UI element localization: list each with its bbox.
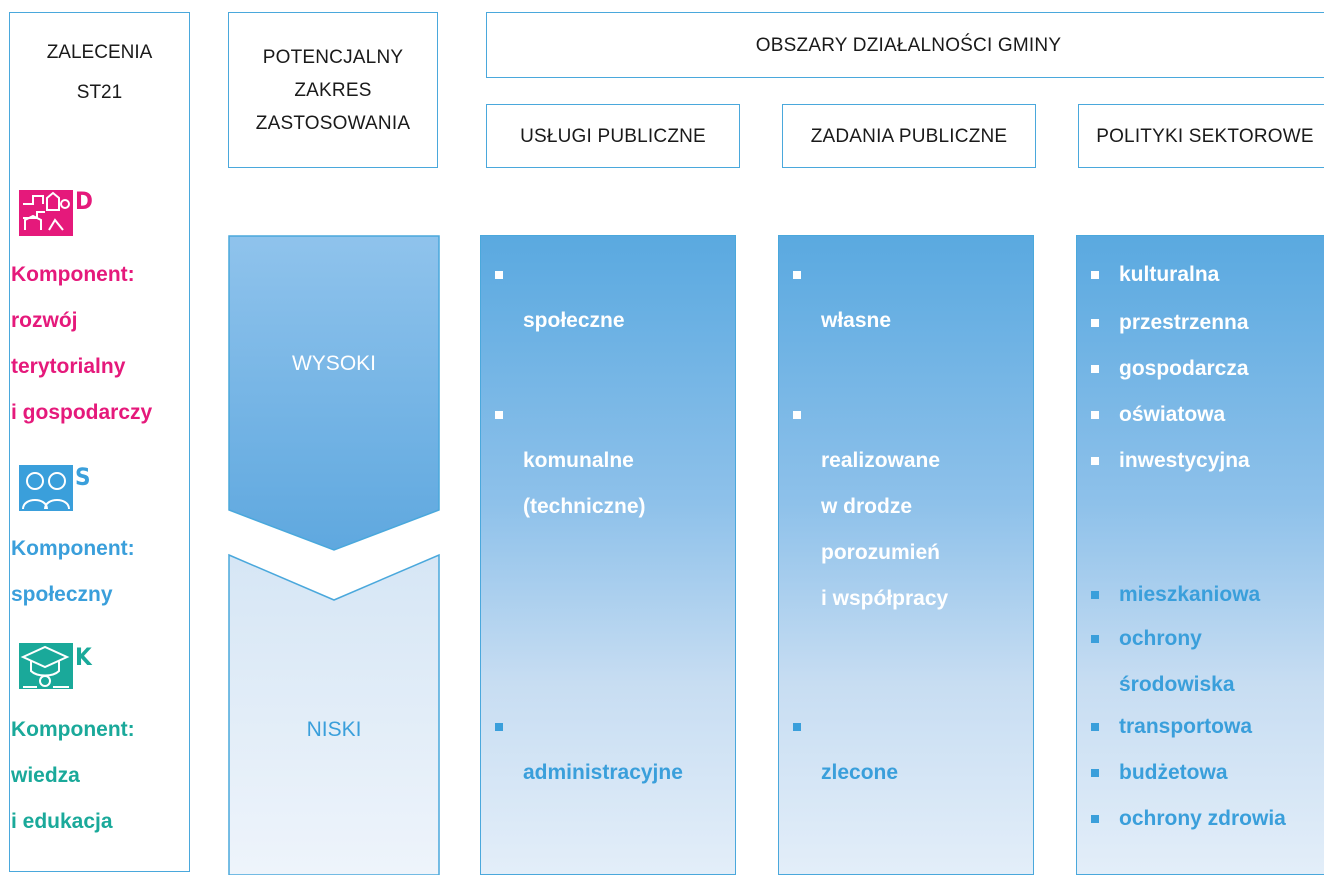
tasks-header: ZADANIA PUBLICZNE [782,104,1036,168]
bullet [1091,319,1099,327]
bullet [495,271,503,279]
scope-high-label: WYSOKI [291,352,376,375]
bullet [793,411,801,419]
bullet [1091,815,1099,823]
areas-header-text: OBSZARY DZIAŁALNOŚCI GMINY [755,34,1062,56]
people-icon [19,465,73,511]
tasks-header-text: ZADANIA PUBLICZNE [810,125,1008,147]
component-letter: K [75,643,92,671]
city-icon [19,190,73,236]
list-item: komunalne (techniczne) [495,392,646,576]
scope-low-shape [228,553,440,875]
component-label: Komponent: wiedza i edukacja [11,718,135,833]
services-column: społeczne komunalne (techniczne) adminis… [480,235,736,875]
list-item: własne [793,252,891,390]
bullet [793,271,801,279]
bullet [1091,769,1099,777]
bullet [1091,411,1099,419]
component-letter: D [75,187,93,215]
list-item: administracyjne [495,704,683,842]
list-item: realizowane w drodze porozumień i współp… [793,392,948,668]
tasks-column: własne realizowane w drodze porozumień i… [778,235,1034,875]
bullet [1091,365,1099,373]
graduation-icon [19,643,73,689]
list-item: kulturalna [1091,252,1219,298]
scope-header-text: POTENCJALNY ZAKRES ZASTOSOWANIA [255,46,411,134]
scope-low-label: NISKI [306,718,362,741]
bullet [1091,591,1099,599]
policies-column: kulturalna przestrzenna gospodarcza oświ… [1076,235,1324,875]
component-label: Komponent: społeczny [11,537,135,606]
scope-header: POTENCJALNY ZAKRES ZASTOSOWANIA [228,12,438,168]
list-item: ochrony zdrowia [1091,796,1286,842]
policies-header-text: POLITYKI SEKTOROWE [1096,125,1314,147]
list-item: przestrzenna [1091,300,1249,346]
bullet [1091,723,1099,731]
recommendations-title: ZALECENIA ST21 [46,42,153,103]
list-item: społeczne [495,252,625,390]
list-item: inwestycyjna [1091,438,1250,484]
list-item: budżetowa [1091,750,1228,796]
scope-arrow [228,235,440,875]
bullet [495,411,503,419]
bullet [1091,635,1099,643]
services-header-text: USŁUGI PUBLICZNE [520,125,706,147]
bullet [1091,271,1099,279]
list-item: gospodarcza [1091,346,1249,392]
bullet [495,723,503,731]
areas-header: OBSZARY DZIAŁALNOŚCI GMINY [486,12,1324,78]
bullet [793,723,801,731]
component-letter: S [75,463,91,491]
list-item: oświatowa [1091,392,1225,438]
list-item: transportowa [1091,704,1252,750]
list-item: zlecone [793,704,898,842]
list-item: ochrony środowiska [1091,616,1235,708]
policies-header: POLITYKI SEKTOROWE [1078,104,1324,168]
component-label: Komponent: rozwój terytorialny i gospoda… [11,263,153,424]
services-header: USŁUGI PUBLICZNE [486,104,740,168]
scope-high-shape [228,235,440,551]
bullet [1091,457,1099,465]
list-item: mieszkaniowa [1091,572,1260,618]
